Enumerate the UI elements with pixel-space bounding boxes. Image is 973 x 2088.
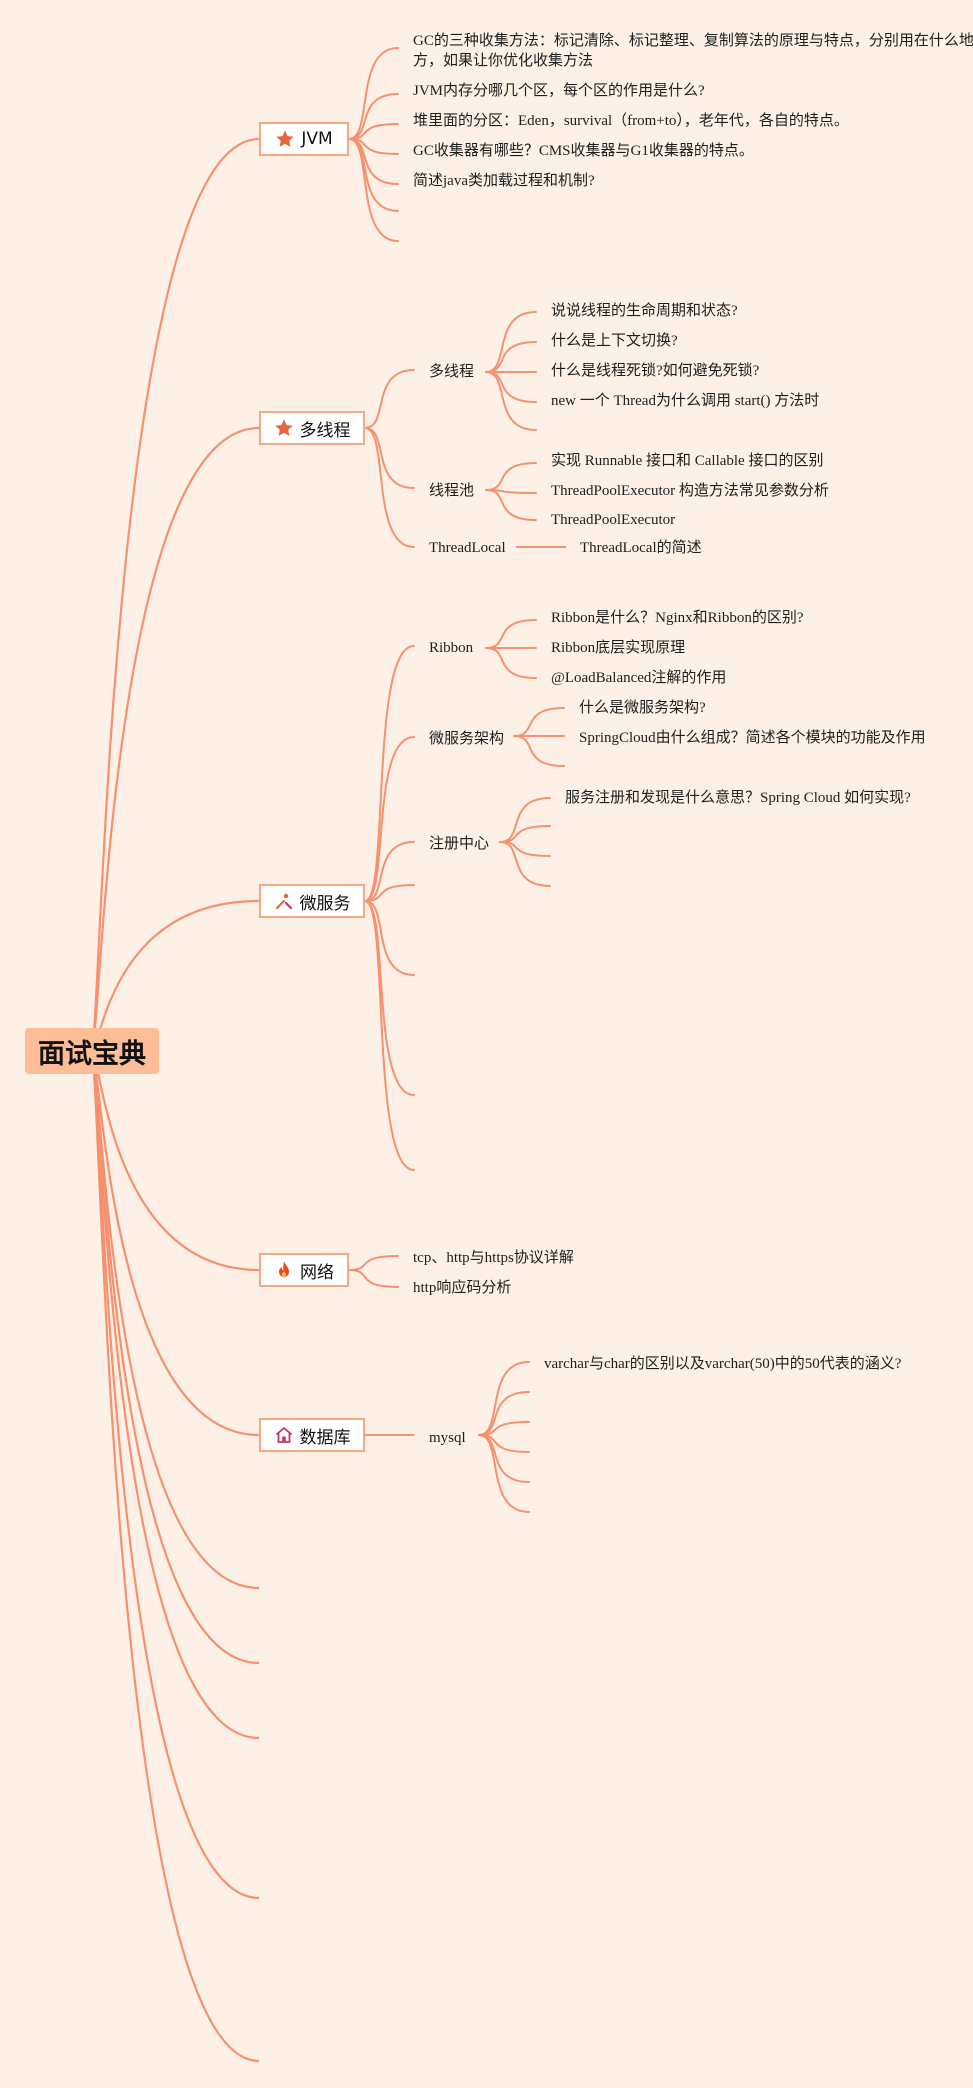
mysql-leaf-branch bbox=[478, 1361, 530, 1436]
root-branch bbox=[91, 1050, 260, 1272]
network-branch bbox=[348, 1269, 399, 1288]
mysql-leaf-branch bbox=[478, 1434, 530, 1483]
thread-leaf-branch bbox=[485, 371, 537, 403]
ribbon-item[interactable]: @LoadBalanced注解的作用 bbox=[551, 670, 727, 686]
jvm-branch bbox=[348, 47, 399, 140]
jvm-item[interactable]: JVM内存分哪几个区，每个区的作用是什么? bbox=[413, 83, 705, 99]
subtopic-thread-pool[interactable]: 线程池 bbox=[429, 481, 475, 499]
jvm-item[interactable]: 简述java类加载过程和机制? bbox=[413, 173, 595, 189]
jvm-item[interactable]: GC的三种收集方法：标记清除、标记整理、复制算法的原理与特点，分别用在什么地方，… bbox=[413, 33, 973, 70]
subtopic-ribbon[interactable]: Ribbon bbox=[429, 640, 474, 656]
architecture-item[interactable]: 什么是微服务架构? bbox=[579, 700, 706, 716]
thread-pool-leaf-branch bbox=[485, 462, 537, 491]
threadlocal-item[interactable]: ThreadLocal的简述 bbox=[580, 540, 702, 556]
root-label: 面试宝典 bbox=[38, 1038, 146, 1070]
thread-item[interactable]: 说说线程的生命周期和状态? bbox=[551, 303, 738, 319]
star-icon bbox=[275, 129, 295, 149]
thread-branch bbox=[364, 427, 415, 489]
thread-leaf-branch bbox=[485, 371, 537, 431]
ribbon-item[interactable]: Ribbon底层实现原理 bbox=[551, 640, 686, 656]
jvm-branch bbox=[348, 138, 399, 242]
root-branch bbox=[90, 137, 260, 1052]
architecture-leaf-branch bbox=[513, 735, 565, 767]
micro-branch bbox=[364, 900, 415, 1096]
thread-pool-item[interactable]: ThreadPoolExecutor bbox=[551, 512, 676, 528]
ribbon-leaf-branch bbox=[485, 619, 537, 649]
registry-item[interactable]: 服务注册和发现是什么意思？Spring Cloud 如何实现? bbox=[565, 790, 911, 806]
fire-icon bbox=[274, 1260, 294, 1280]
micro-branch bbox=[364, 841, 415, 902]
thread-item[interactable]: new 一个 Thread为什么调用 start() 方法时 bbox=[551, 393, 820, 409]
topic-jvm[interactable]: JVM bbox=[259, 122, 349, 156]
topic-network-label: 网络 bbox=[300, 1262, 334, 1283]
architecture-leaf-branch bbox=[513, 707, 565, 737]
registry-leaf-branch bbox=[499, 841, 551, 887]
thread-item[interactable]: 什么是线程死锁?如何避免死锁? bbox=[551, 363, 760, 379]
mysql-item[interactable]: varchar与char的区别以及varchar(50)中的50代表的涵义? bbox=[544, 1356, 902, 1372]
network-item[interactable]: http响应码分析 bbox=[413, 1280, 512, 1296]
network-branch bbox=[348, 1255, 399, 1271]
root-node[interactable]: 面试宝典 bbox=[25, 1028, 159, 1074]
topic-microservices-label: 微服务 bbox=[299, 893, 351, 914]
thread-item[interactable]: 什么是上下文切换? bbox=[551, 333, 678, 349]
thread-branch bbox=[364, 369, 415, 429]
jvm-branch bbox=[348, 93, 399, 140]
network-item[interactable]: tcp、http与https协议详解 bbox=[413, 1250, 574, 1266]
jvm-item[interactable]: GC收集器有哪些？CMS收集器与G1收集器的特点。 bbox=[413, 143, 754, 159]
micro-branch bbox=[364, 884, 415, 902]
thread-pool-item[interactable]: 实现 Runnable 接口和 Callable 接口的区别 bbox=[551, 453, 824, 469]
thread-leaf-branch bbox=[485, 311, 537, 373]
root-branch bbox=[90, 1050, 260, 1437]
topic-jvm-label: JVM bbox=[301, 129, 333, 149]
topic-microservices[interactable]: 微服务 bbox=[259, 884, 365, 918]
root-branch bbox=[90, 1050, 260, 1740]
mysql-leaf-branch bbox=[478, 1391, 530, 1436]
subtopic-multithreading[interactable]: 多线程 bbox=[429, 362, 475, 380]
subtopic-registry-center[interactable]: 注册中心 bbox=[429, 834, 490, 852]
registry-leaf-branch bbox=[499, 797, 551, 843]
architecture-item[interactable]: SpringCloud由什么组成？简述各个模块的功能及作用 bbox=[579, 730, 926, 746]
star-icon bbox=[274, 418, 294, 438]
topic-multithreading-label: 多线程 bbox=[299, 420, 351, 441]
ribbon-item[interactable]: Ribbon是什么？Nginx和Ribbon的区别? bbox=[551, 610, 804, 626]
tools-icon bbox=[274, 891, 294, 911]
root-branch bbox=[90, 1050, 260, 2063]
root-branch bbox=[90, 426, 260, 1052]
thread-pool-leaf-branch bbox=[485, 489, 537, 521]
thread-leaf-branch bbox=[485, 341, 537, 373]
subtopic-threadlocal[interactable]: ThreadLocal bbox=[429, 540, 506, 556]
thread-pool-item[interactable]: ThreadPoolExecutor 构造方法常见参数分析 bbox=[551, 483, 829, 499]
mysql-leaf-branch bbox=[478, 1434, 530, 1513]
topic-database[interactable]: 数据库 bbox=[259, 1418, 365, 1452]
subtopic-microservice-architecture[interactable]: 微服务架构 bbox=[429, 729, 505, 747]
micro-branch bbox=[364, 900, 415, 1171]
micro-branch bbox=[364, 645, 415, 902]
jvm-branch bbox=[348, 138, 399, 185]
micro-branch bbox=[364, 900, 415, 976]
topic-network[interactable]: 网络 bbox=[259, 1253, 349, 1287]
topic-database-label: 数据库 bbox=[299, 1427, 351, 1448]
thread-branch bbox=[364, 427, 415, 548]
house-icon bbox=[274, 1425, 294, 1445]
topic-multithreading[interactable]: 多线程 bbox=[259, 411, 365, 445]
subtopic-mysql[interactable]: mysql bbox=[429, 1430, 466, 1446]
micro-branch bbox=[364, 736, 415, 902]
jvm-item[interactable]: 堆里面的分区：Eden，survival（from+to），老年代，各自的特点。 bbox=[413, 113, 849, 129]
ribbon-leaf-branch bbox=[485, 647, 537, 679]
